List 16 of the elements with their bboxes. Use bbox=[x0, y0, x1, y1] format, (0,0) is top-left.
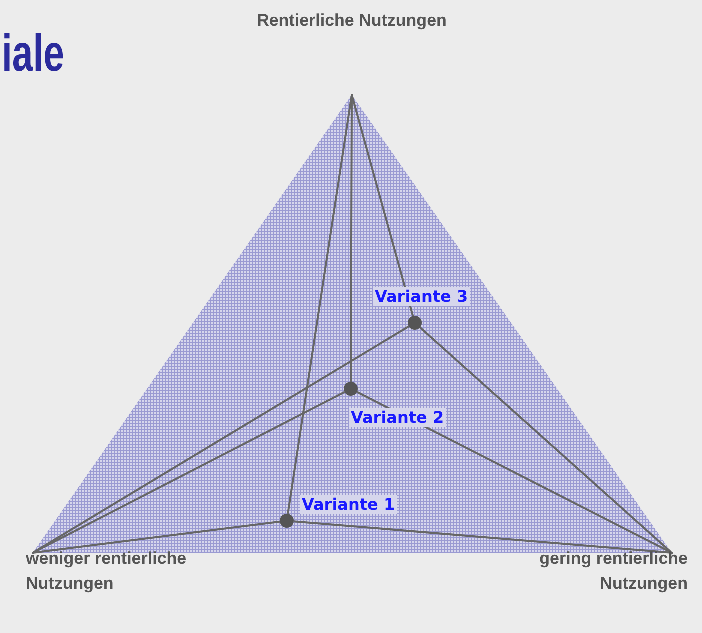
variant-label: Variante 3 bbox=[373, 287, 470, 306]
axis-label: gering rentierliche Nutzungen bbox=[538, 548, 688, 595]
axis-label: Rentierliche Nutzungen bbox=[256, 10, 448, 32]
connector-line bbox=[356, 391, 672, 554]
connector-line bbox=[34, 520, 280, 554]
connector-line bbox=[33, 326, 410, 554]
heading: iale bbox=[2, 28, 64, 80]
connector-line bbox=[294, 520, 672, 554]
connector-line bbox=[351, 96, 414, 317]
connector-line bbox=[420, 326, 672, 554]
axis-label: weniger rentierliche Nutzungen bbox=[26, 548, 188, 595]
variant-label: Variante 1 bbox=[300, 495, 398, 514]
connector-line bbox=[287, 96, 353, 514]
connector-line bbox=[350, 96, 353, 382]
variant-label: Variante 2 bbox=[349, 408, 446, 427]
connector-line bbox=[33, 391, 346, 554]
